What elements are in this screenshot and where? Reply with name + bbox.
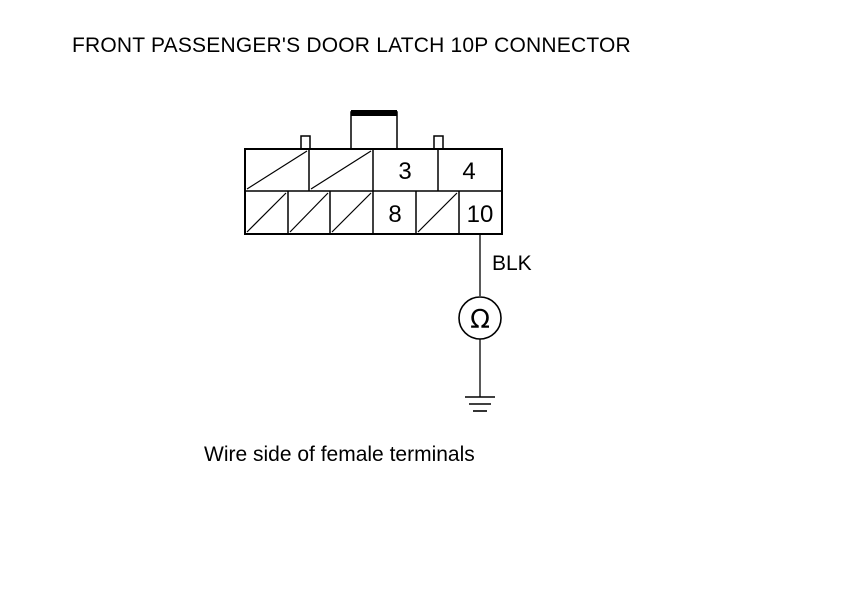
connector-rib-left: [300, 135, 311, 150]
ohm-symbol: Ω: [470, 305, 490, 335]
diagram-caption: Wire side of female terminals: [204, 443, 475, 466]
terminal-4-label: 4: [462, 158, 475, 185]
connector-rib-right: [433, 135, 444, 150]
ground-icon: [465, 396, 495, 412]
terminal-10-label: 10: [467, 201, 494, 228]
wire-color-label: BLK: [492, 252, 532, 275]
ohmmeter-icon: Ω: [458, 296, 502, 340]
empty-cavity-1: [246, 150, 308, 190]
connector-lock-tab: [350, 110, 398, 150]
terminal-3-label: 3: [398, 158, 411, 185]
terminal-8-label: 8: [388, 201, 401, 228]
empty-cavity-5: [246, 192, 287, 233]
empty-cavity-9: [417, 192, 458, 233]
empty-cavity-6: [289, 192, 329, 233]
empty-cavity-7: [331, 192, 372, 233]
empty-cavity-2: [310, 150, 372, 190]
diagram-title: FRONT PASSENGER'S DOOR LATCH 10P CONNECT…: [72, 34, 631, 57]
